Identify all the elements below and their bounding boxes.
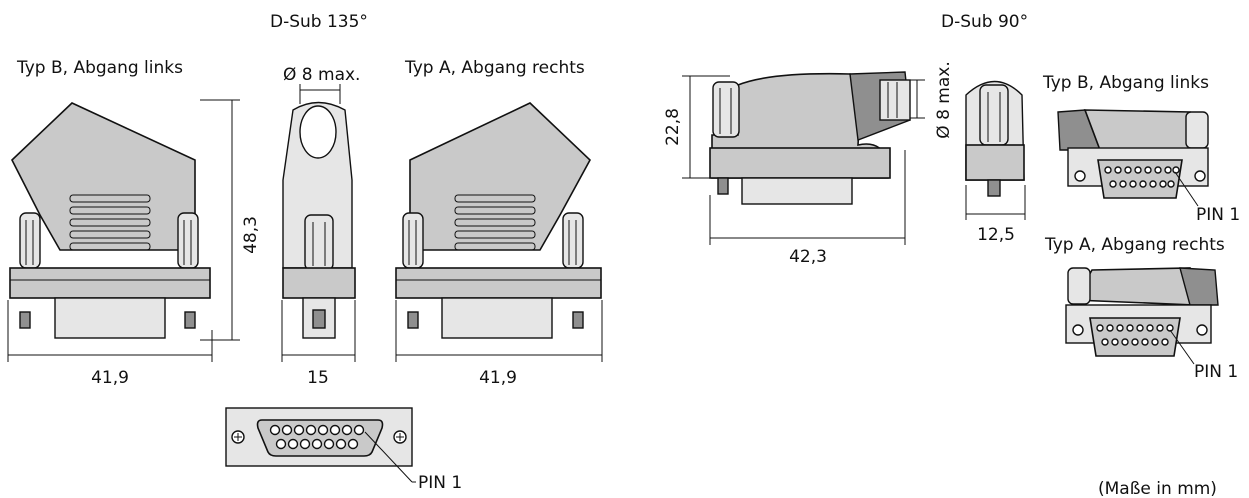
- label-typ-b-135: Typ B, Abgang links: [16, 58, 183, 78]
- label-pin1-typ-b-90: PIN 1: [1196, 205, 1240, 225]
- dim-width-side-90: 12,5: [977, 225, 1015, 245]
- title-dsub-135: D-Sub 135°: [270, 12, 368, 32]
- dsub90-side-drawing: [709, 71, 911, 205]
- dsub135-side-drawing: Ø 8 max.: [282, 65, 360, 339]
- label-typ-b-90: Typ B, Abgang links: [1042, 73, 1209, 93]
- dim-diameter-90: Ø 8 max.: [934, 61, 954, 138]
- dim-lines-135-b: [7, 99, 240, 362]
- dim-height-135: 48,3: [241, 216, 261, 254]
- units-note: (Maße in mm): [1098, 479, 1217, 498]
- dsub90-typ-a-drawing: Typ A, Abgang rechts: [1044, 235, 1225, 365]
- dsub135-typ-a-drawing: Typ A, Abgang rechts: [395, 58, 602, 339]
- dim-width-90: 42,3: [789, 247, 827, 267]
- dim-lines-90: [682, 75, 925, 245]
- label-typ-a-135: Typ A, Abgang rechts: [404, 58, 585, 78]
- dim-lines-90-end: [965, 185, 1026, 220]
- dsub90-typ-b-drawing: Typ B, Abgang links: [1042, 73, 1209, 207]
- label-pin1-typ-a-90: PIN 1: [1194, 362, 1238, 382]
- dim-width-b-135: 41,9: [91, 368, 129, 388]
- label-typ-a-90: Typ A, Abgang rechts: [1044, 235, 1225, 255]
- dim-lines-135-side: [281, 84, 356, 362]
- dsub-front-view-drawing: [225, 407, 416, 483]
- dim-lines-135-a: [395, 300, 603, 362]
- dsub90-end-drawing: [965, 80, 1025, 197]
- title-dsub-90: D-Sub 90°: [941, 12, 1028, 32]
- dim-diameter-135: Ø 8 max.: [283, 65, 360, 85]
- dim-width-a-135: 41,9: [479, 368, 517, 388]
- dim-width-side-135: 15: [307, 368, 329, 388]
- label-pin1-front: PIN 1: [418, 473, 462, 493]
- dsub135-typ-b-drawing: Typ B, Abgang links: [9, 58, 211, 339]
- dim-height-90: 22,8: [663, 108, 683, 146]
